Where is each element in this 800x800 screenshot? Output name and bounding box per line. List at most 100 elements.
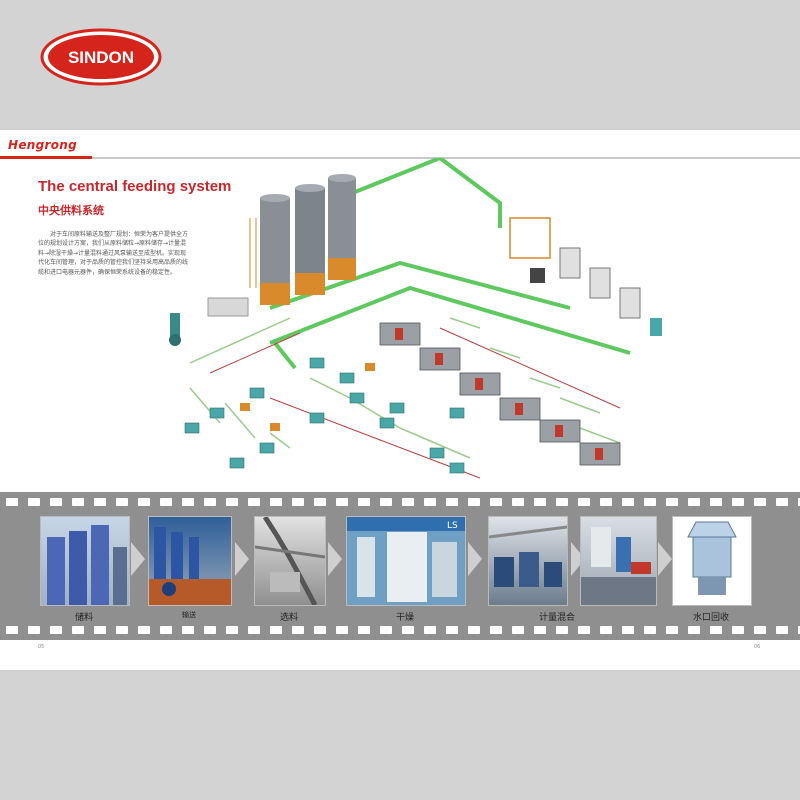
header-divider: [0, 157, 800, 159]
film-sprocket-hole: [512, 498, 524, 506]
film-sprocket-hole: [776, 626, 788, 634]
film-sprocket-hole: [600, 626, 612, 634]
brochure-page: Hengrong The central feeding system 中央供料…: [0, 130, 800, 670]
hopper-dryers: [184, 357, 465, 474]
film-sprocket-hole: [754, 498, 766, 506]
film-sprocket-hole: [116, 498, 128, 506]
film-sprocket-hole: [314, 626, 326, 634]
step-photo-storage: [40, 516, 130, 606]
film-sprocket-hole: [72, 626, 84, 634]
step-label-storage: 储料: [74, 613, 93, 623]
process-film-strip: LS 储料 输送 选料 干燥 计量混合 水口回收: [0, 492, 800, 640]
film-sprocket-hole: [270, 626, 282, 634]
storage-silos: [249, 174, 356, 305]
step-label-sprue-recycling: 水口回收: [692, 613, 729, 623]
svg-text:LS: LS: [447, 521, 458, 531]
film-sprocket-hole: [292, 626, 304, 634]
step-photo-selection: [254, 516, 326, 606]
film-sprocket-hole: [6, 626, 18, 634]
film-sprocket-hole: [248, 498, 260, 506]
sindon-logo: SINDON: [40, 28, 162, 86]
step-arrow-3: [328, 542, 342, 576]
film-sprocket-hole: [270, 498, 282, 506]
film-sprocket-hole: [798, 498, 800, 506]
film-sprocket-hole: [204, 626, 216, 634]
film-sprocket-hole: [622, 498, 634, 506]
drying-cluster: [509, 217, 662, 336]
orange-loaders: [240, 363, 375, 431]
film-sprocket-hole: [182, 626, 194, 634]
film-sprocket-hole: [358, 498, 370, 506]
film-sprocket-hole: [28, 498, 40, 506]
film-sprocket-hole: [534, 498, 546, 506]
film-sprocket-hole: [160, 498, 172, 506]
film-sprocket-hole: [446, 498, 458, 506]
film-sprocket-hole: [402, 626, 414, 634]
film-sprocket-hole: [380, 626, 392, 634]
step-arrow-5: [571, 542, 585, 576]
step-label-selection: 选料: [279, 613, 298, 623]
logo-text: SINDON: [68, 48, 134, 67]
film-sprocket-hole: [622, 626, 634, 634]
step-label-dosing-mixing: 计量混合: [538, 613, 575, 623]
film-sprocket-hole: [468, 626, 480, 634]
film-sprocket-hole: [292, 498, 304, 506]
unloading-station: [169, 297, 249, 346]
title-english: The central feeding system: [38, 178, 232, 195]
return-lines: [209, 327, 621, 479]
film-sprocket-hole: [512, 626, 524, 634]
film-sprocket-hole: [490, 498, 502, 506]
film-sprocket-hole: [578, 498, 590, 506]
step-arrow-6: [658, 542, 672, 576]
title-chinese: 中央供料系统: [38, 204, 104, 217]
film-sprocket-hole: [534, 626, 546, 634]
film-sprocket-hole: [226, 498, 238, 506]
film-sprocket-hole: [380, 498, 392, 506]
film-sprocket-hole: [732, 626, 744, 634]
film-sprocket-hole: [182, 498, 194, 506]
film-sprocket-hole: [490, 626, 502, 634]
step-arrow-2: [235, 542, 249, 576]
film-sprocket-hole: [710, 498, 722, 506]
film-sprocket-hole: [402, 498, 414, 506]
film-sprocket-hole: [6, 498, 18, 506]
film-sprocket-hole: [798, 626, 800, 634]
film-sprocket-hole: [424, 498, 436, 506]
film-sprocket-hole: [710, 626, 722, 634]
step-arrow-4: [468, 542, 482, 576]
film-sprocket-hole: [556, 498, 568, 506]
film-sprocket-hole: [358, 626, 370, 634]
film-sprocket-hole: [314, 498, 326, 506]
step-label-conveying: 输送: [182, 611, 196, 619]
film-sprocket-hole: [204, 498, 216, 506]
brand-name: Hengrong: [8, 138, 78, 152]
film-sprocket-hole: [644, 498, 656, 506]
machine-panels: [395, 328, 603, 460]
step-arrow-1: [131, 542, 145, 576]
film-sprocket-hole: [138, 498, 150, 506]
film-sprocket-hole: [336, 626, 348, 634]
film-sprocket-hole: [138, 626, 150, 634]
step-photo-drying: LS: [346, 516, 466, 606]
film-sprocket-hole: [644, 626, 656, 634]
header-accent: [0, 156, 92, 159]
film-sprocket-hole: [732, 498, 744, 506]
film-sprocket-hole: [688, 498, 700, 506]
film-sprocket-hole: [226, 626, 238, 634]
feeding-system-diagram: [169, 158, 662, 479]
film-sprocket-hole: [688, 626, 700, 634]
injection-machines: [379, 322, 621, 466]
film-sprocket-hole: [776, 498, 788, 506]
film-sprocket-hole: [160, 626, 172, 634]
step-photo-granulator: [672, 516, 752, 606]
step-photo-mixing: [580, 516, 657, 606]
film-sprocket-hole: [94, 498, 106, 506]
film-sprocket-hole: [556, 626, 568, 634]
film-sprocket-hole: [248, 626, 260, 634]
page-number-left: 05: [38, 644, 45, 650]
film-sprocket-hole: [72, 498, 84, 506]
film-sprocket-hole: [50, 626, 62, 634]
film-sprocket-hole: [754, 626, 766, 634]
step-label-drying: 干燥: [395, 613, 414, 623]
film-sprocket-hole: [424, 626, 436, 634]
